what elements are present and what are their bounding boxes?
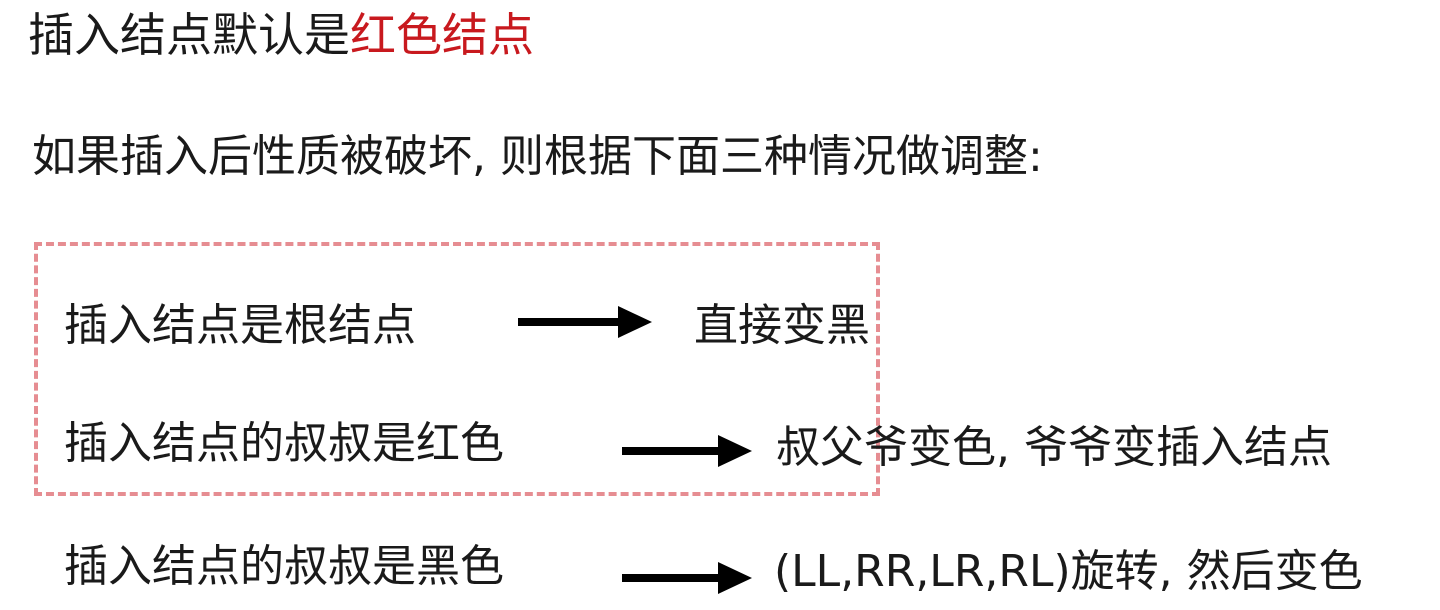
right-arrow-icon: [622, 558, 752, 598]
case-1-action: 直接变黑: [694, 300, 870, 351]
title-highlight: 红色结点: [350, 8, 534, 62]
right-arrow-icon: [518, 302, 652, 342]
case-1-condition: 插入结点是根结点: [64, 300, 416, 351]
case-2-action: 叔父爷变色, 爷爷变插入结点: [776, 422, 1332, 473]
case-3-action: (LL,RR,LR,RL)旋转, 然后变色: [774, 546, 1363, 597]
intro-text: 如果插入后性质被破坏, 则根据下面三种情况做调整:: [32, 131, 1043, 182]
title-prefix: 插入结点默认是: [28, 8, 350, 62]
right-arrow-icon: [622, 431, 752, 471]
highlight-box: [34, 242, 880, 496]
case-2-condition: 插入结点的叔叔是红色: [64, 418, 504, 469]
page-title: 插入结点默认是红色结点: [28, 12, 534, 58]
case-3-condition: 插入结点的叔叔是黑色: [64, 541, 504, 592]
